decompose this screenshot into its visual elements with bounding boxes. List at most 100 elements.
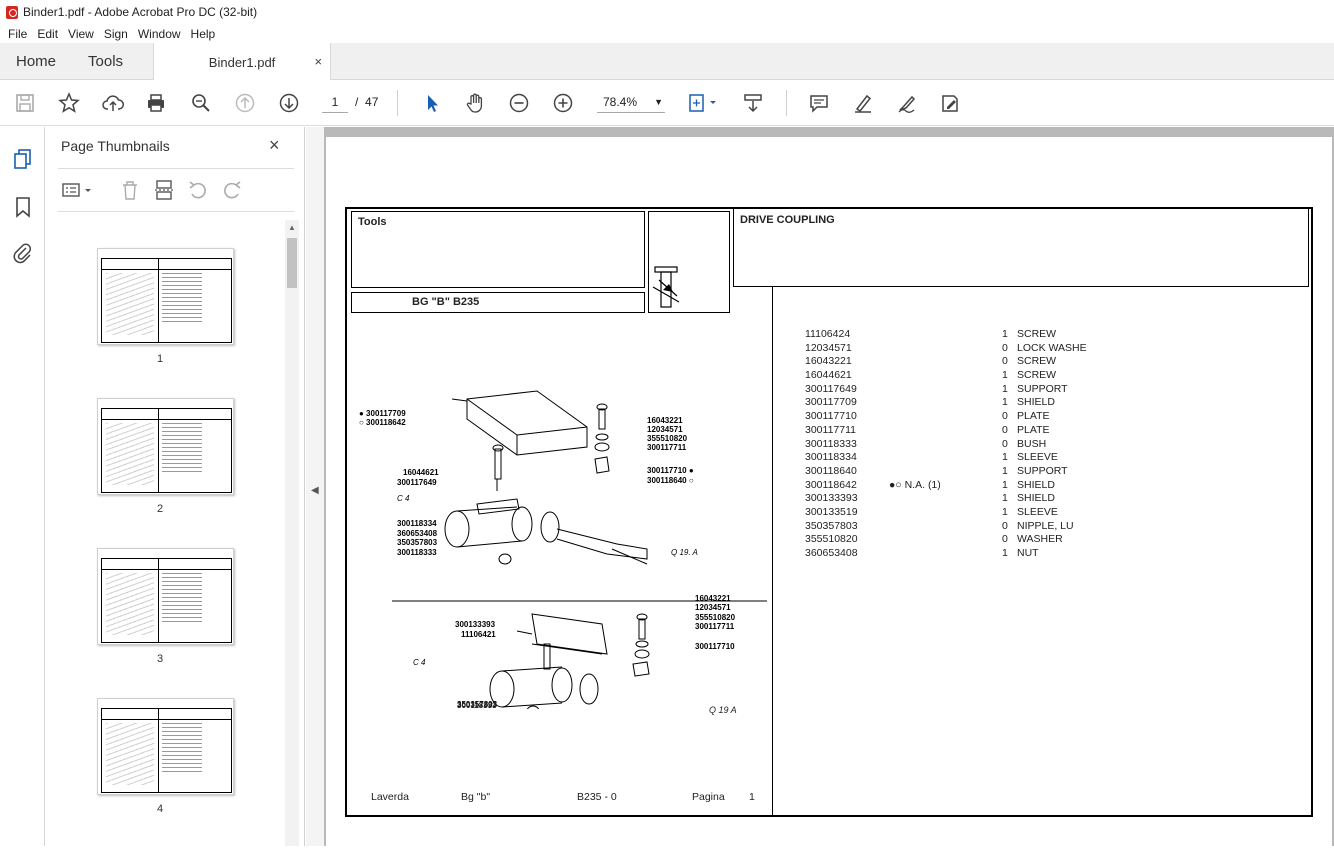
zoom-select[interactable]: 78.4%▼ <box>597 91 665 113</box>
delete-icon[interactable] <box>119 179 141 201</box>
extract-pages-icon[interactable] <box>153 179 175 201</box>
callout-label: ● 300117709 <box>359 409 406 418</box>
page-up-icon[interactable] <box>233 91 257 115</box>
menu-sign[interactable]: Sign <box>103 26 128 41</box>
content-divider <box>772 286 773 815</box>
tab-home[interactable]: Home <box>16 52 57 70</box>
fill-sign-icon[interactable] <box>938 91 962 115</box>
callout-label: C 4 <box>413 658 426 667</box>
part-description: SHIELD <box>1017 396 1055 409</box>
comment-icon[interactable] <box>807 91 831 115</box>
menu-help[interactable]: Help <box>190 26 216 41</box>
callout-label: C 4 <box>397 494 410 503</box>
attachment-icon[interactable] <box>11 241 35 265</box>
part-qty: 1 <box>1002 451 1008 464</box>
thumbnail-frame <box>101 708 232 793</box>
callout-label: Q 19. A <box>671 548 698 557</box>
scrollbar-thumb[interactable] <box>287 238 297 288</box>
thumbnail-divider <box>158 408 159 493</box>
callout-label: 16043221 <box>647 416 683 425</box>
toolbar-separator <box>786 90 787 116</box>
highlight-pen-icon[interactable] <box>851 91 875 115</box>
document-viewport[interactable]: Tools BG "B" B235 DRIVE COUPLING <box>324 127 1334 849</box>
tab-document[interactable]: Binder1.pdf × <box>153 43 332 81</box>
footer-model: Bg "b" <box>461 791 491 803</box>
chevron-left-icon: ◀ <box>311 485 319 496</box>
thumbnail-header <box>101 708 232 720</box>
callout-label: 16044621 <box>403 468 439 477</box>
page-down-icon[interactable] <box>277 91 301 115</box>
callout-label: 300118333 <box>457 701 497 710</box>
bookmark-icon[interactable] <box>11 195 35 219</box>
page-count: 47 <box>365 95 379 109</box>
part-number: 360653408 <box>805 547 858 559</box>
star-icon[interactable] <box>57 91 81 115</box>
part-description: WASHER <box>1017 533 1063 546</box>
part-description: SCREW <box>1017 355 1057 368</box>
part-description: NIPPLE, LU <box>1017 519 1074 532</box>
thumbnails-scrollbar[interactable]: ▲ <box>285 220 299 846</box>
zoom-search-icon[interactable] <box>189 91 213 115</box>
title-bar: Binder1.pdf - Adobe Acrobat Pro DC (32-b… <box>0 0 1334 24</box>
thumbnail-drawing <box>106 723 154 785</box>
part-number: 11106424 <box>805 328 851 340</box>
page-thumbnail[interactable] <box>97 698 234 795</box>
tools-box: Tools <box>351 211 645 288</box>
callout-label: 16043221 <box>695 594 731 603</box>
thumbnail-list: 1 2 3 4 <box>45 219 285 846</box>
thumbnail-drawing <box>106 273 154 335</box>
part-number: 300117711 <box>805 423 856 436</box>
part-description: SUPPORT <box>1017 464 1068 477</box>
thumbnail-label: 1 <box>157 353 164 365</box>
menu-edit[interactable]: Edit <box>37 26 59 41</box>
part-qty: 1 <box>1002 547 1008 559</box>
close-tab-icon[interactable]: × <box>314 54 323 69</box>
thumbnail-frame <box>101 558 232 643</box>
select-cursor-icon[interactable] <box>420 91 444 115</box>
callout-label: 12034571 <box>647 425 683 434</box>
scroll-up-icon[interactable]: ▲ <box>288 223 296 232</box>
part-number: 300133519 <box>805 505 858 518</box>
part-number: 355510820 <box>805 533 858 546</box>
menu-window[interactable]: Window <box>137 26 181 41</box>
rotate-left-icon[interactable] <box>187 179 209 201</box>
hand-tool-icon[interactable] <box>463 91 487 115</box>
part-description: SCREW <box>1017 328 1057 340</box>
rotate-right-icon[interactable] <box>221 179 243 201</box>
tools-label: Tools <box>358 216 387 228</box>
part-qty: 0 <box>1002 410 1008 423</box>
acrobat-logo-icon <box>6 5 18 19</box>
page-thumbnails-icon[interactable] <box>11 147 35 171</box>
page-number-input[interactable]: 1 <box>322 91 348 113</box>
print-icon[interactable] <box>144 91 168 115</box>
footer-code: B235 - 0 <box>577 791 617 803</box>
close-panel-icon[interactable]: × <box>269 135 280 155</box>
thumbnail-parts-list <box>162 573 202 625</box>
menu-file[interactable]: File <box>8 26 28 41</box>
sign-icon[interactable] <box>895 91 919 115</box>
save-icon[interactable] <box>13 91 37 115</box>
zoom-out-icon[interactable] <box>507 91 531 115</box>
thumbnail-label: 2 <box>157 503 164 515</box>
part-number: 12034571 <box>805 341 852 354</box>
upload-cloud-icon[interactable] <box>101 91 125 115</box>
options-menu-icon[interactable] <box>61 179 95 201</box>
page-thumbnail[interactable] <box>97 548 234 645</box>
thumbnail-frame <box>101 258 232 343</box>
part-qty: 0 <box>1002 341 1008 354</box>
collapse-panel-handle[interactable]: ◀ <box>306 127 324 846</box>
page-thumbnail[interactable] <box>97 248 234 345</box>
zoom-in-icon[interactable] <box>551 91 575 115</box>
tab-tools[interactable]: Tools <box>88 52 124 70</box>
scroll-mode-icon[interactable] <box>741 91 765 115</box>
part-number: 300118640 <box>805 464 857 477</box>
tool-illustration-box <box>648 211 730 313</box>
tool-illustration <box>652 266 680 308</box>
part-number: 300117710 <box>805 410 857 423</box>
callout-label: Q 19 A <box>709 705 737 715</box>
model-label: BG "B" B235 <box>412 296 480 308</box>
part-number: 300117709 <box>805 396 857 409</box>
menu-view[interactable]: View <box>68 26 94 41</box>
page-fit-icon[interactable] <box>686 91 720 115</box>
page-thumbnail[interactable] <box>97 398 234 495</box>
